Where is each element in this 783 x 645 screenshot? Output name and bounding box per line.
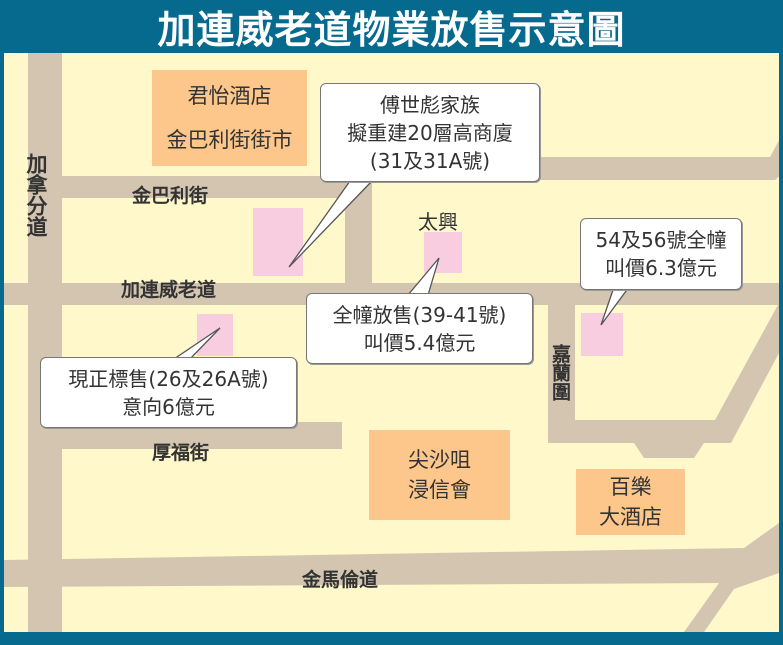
- road-carmel: [548, 305, 575, 443]
- property-39: [424, 232, 462, 273]
- road-kimberley-rd: [4, 523, 779, 632]
- road-label-granville: 加連威老道: [121, 279, 217, 301]
- map-title: 加連威老道物業放售示意圖: [157, 7, 626, 52]
- road-label-kimberley-rd: 金馬倫道: [302, 569, 379, 591]
- building-label: 君怡酒店: [187, 83, 272, 108]
- road-kimberley-st-link: [345, 176, 372, 284]
- callout-line: 全幢放售(39-41號): [332, 302, 507, 327]
- road-label-carmel: 嘉蘭圍: [549, 344, 571, 401]
- road-carmel-branch: [575, 303, 779, 458]
- property-26: [197, 314, 233, 356]
- property-54: [581, 313, 623, 356]
- tai-hing-label: 太興: [418, 210, 458, 234]
- road-label-kimberley-st: 金巴利街: [132, 185, 209, 207]
- building-hotel-market: 君怡酒店 金巴利街街市: [152, 70, 307, 166]
- callout-line: 意向6億元: [122, 394, 215, 419]
- callout-31: 傅世彪家族 擬重建20層高商廈 (31及31A號): [320, 83, 540, 182]
- building-label: 大酒店: [599, 505, 662, 529]
- map-area: 君怡酒店 金巴利街街市 尖沙咀 浸信會 百樂 大酒店 太興 加拿分道 金巴利街 …: [4, 53, 779, 632]
- building-church: 尖沙咀 浸信會: [369, 430, 510, 520]
- property-31: [253, 208, 303, 276]
- building-label: 百樂: [609, 474, 652, 499]
- road-label-carnarvon: 加拿分道: [24, 153, 48, 237]
- callout-line: (31及31A號): [369, 148, 491, 173]
- callout-line: 傅世彪家族: [380, 92, 480, 117]
- building-label: 浸信會: [408, 478, 471, 502]
- road-label-humphreys: 厚福街: [152, 442, 210, 464]
- callout-line: 擬重建20層高商廈: [347, 120, 513, 145]
- callout-line: 現正標售(26及26A號): [68, 366, 269, 391]
- callout-line: 54及56號全幢: [595, 228, 727, 252]
- building-label: 尖沙咀: [408, 447, 471, 472]
- callout-line: 叫價6.3億元: [605, 256, 717, 280]
- building-label: 金巴利街街市: [166, 128, 293, 152]
- road-carnarvon: [28, 53, 62, 632]
- callout-26: 現正標售(26及26A號) 意向6億元: [40, 357, 297, 428]
- callout-39: 全幢放售(39-41號) 叫價5.4億元: [306, 293, 533, 364]
- building-hotel-bp: 百樂 大酒店: [576, 469, 685, 535]
- callout-line: 叫價5.4億元: [363, 330, 476, 355]
- callout-54: 54及56號全幢 叫價6.3億元: [580, 218, 742, 290]
